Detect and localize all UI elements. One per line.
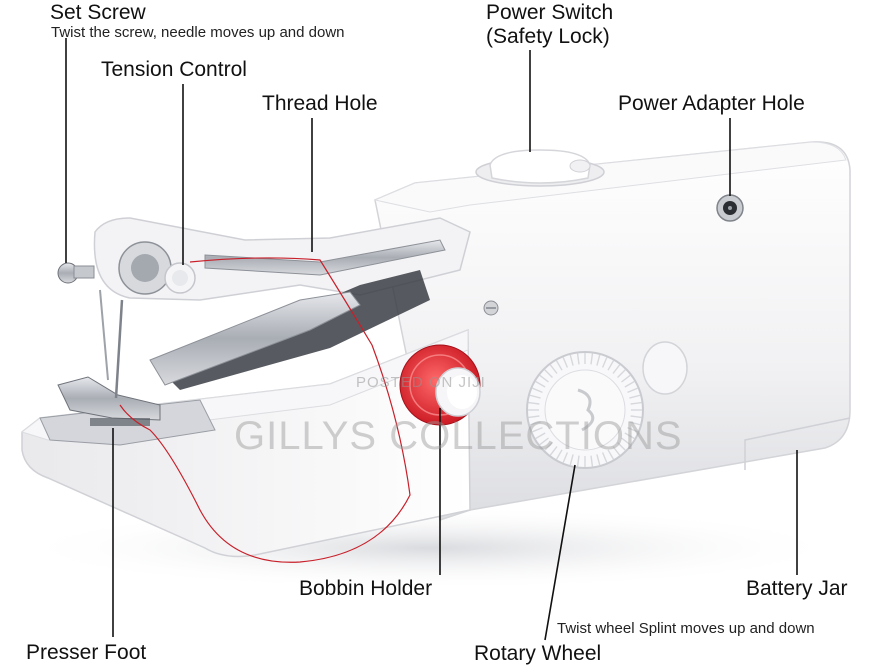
rotary-ridge [555,449,563,460]
battery-top-face [373,141,847,213]
rotary-ridge [621,374,631,383]
rotary-ridge [627,387,638,394]
rotary-ridge [612,446,621,456]
rotary-ridge [539,437,549,446]
label-battery-jar: Battery Jar [746,577,848,600]
leader-rotary [544,464,576,641]
set-screw-shaft [73,265,95,279]
rotary-ridge [528,401,540,405]
power-switch-dot [569,159,591,173]
rotary-ridge [590,353,594,365]
rotary-ridge [539,374,549,383]
thread-line [119,257,411,563]
rotary-ridge [607,360,615,371]
label-set-screw: Set Screw [50,1,146,24]
metal-bar [204,239,446,276]
needle-bar [99,289,109,381]
rotary-ridge [617,442,626,451]
label-tension-control: Tension Control [101,58,247,81]
presser-foot-part [57,376,161,421]
rotary-ridge [596,354,601,366]
rotary-ridge [576,353,580,365]
rotary-ridge [629,421,641,426]
rotary-ridge [555,360,563,371]
rotary-ridge [532,426,543,433]
rotary-ridge [629,394,641,399]
label-set-screw-note: Twist the screw, needle moves up and dow… [51,24,345,41]
rotary-ridge [535,380,546,388]
rotary-wheel-ridges [528,353,642,467]
side-button [642,341,688,395]
rotary-ridge [569,354,574,366]
adapter-pin [728,206,732,210]
rotary-ridge [624,380,635,388]
rotary-ridge [627,426,638,433]
rotary-ridge [562,452,569,463]
rotary-ridge [630,415,642,419]
rotary-ridge [630,401,642,405]
rotary-wheel-hub [544,369,626,451]
rotary-ridge [590,455,594,467]
rotary-ridge [532,387,543,394]
metal-splint [149,291,361,386]
rotary-ridge [621,437,631,446]
rotary-wheel-arrow [577,388,595,432]
label-rotary-wheel-note: Twist wheel Splint moves up and down [557,620,815,637]
label-power-adapter-hole: Power Adapter Hole [618,92,805,115]
rotary-ridge [528,415,540,419]
rotary-ridge [544,442,553,451]
tension-wheel-inner [131,254,159,282]
leader-lines [65,38,798,641]
battery-cover-seam [744,417,851,470]
rotary-ridge [535,432,546,440]
label-presser-foot: Presser Foot [26,641,147,664]
rotary-ridge [612,364,621,374]
needle-plate [90,418,150,426]
bobbin-cap-face [447,375,477,409]
label-power-switch-sub: (Safety Lock) [486,25,610,48]
rotary-ridge [607,449,615,460]
rotary-ridge [624,432,635,440]
power-switch-slider [489,149,591,184]
rotary-ridge [529,394,541,399]
rotary-ridge [549,364,558,374]
needle [114,299,124,399]
rotary-ridge [596,454,601,466]
rotary-ridge [601,452,608,463]
rotary-ridge [569,454,574,466]
tension-knob-cap [172,270,188,286]
label-rotary-wheel: Rotary Wheel [474,642,602,665]
rotary-ridge [562,357,569,368]
rotary-ridge [549,446,558,456]
rotary-ridge [601,357,608,368]
label-bobbin-holder: Bobbin Holder [299,577,433,600]
rotary-ridge [529,421,541,426]
label-power-switch: Power Switch [486,1,614,24]
rotary-ridge [617,369,626,378]
label-thread-hole: Thread Hole [262,92,378,115]
rotary-ridge [576,455,580,467]
rotary-ridge [544,369,553,378]
